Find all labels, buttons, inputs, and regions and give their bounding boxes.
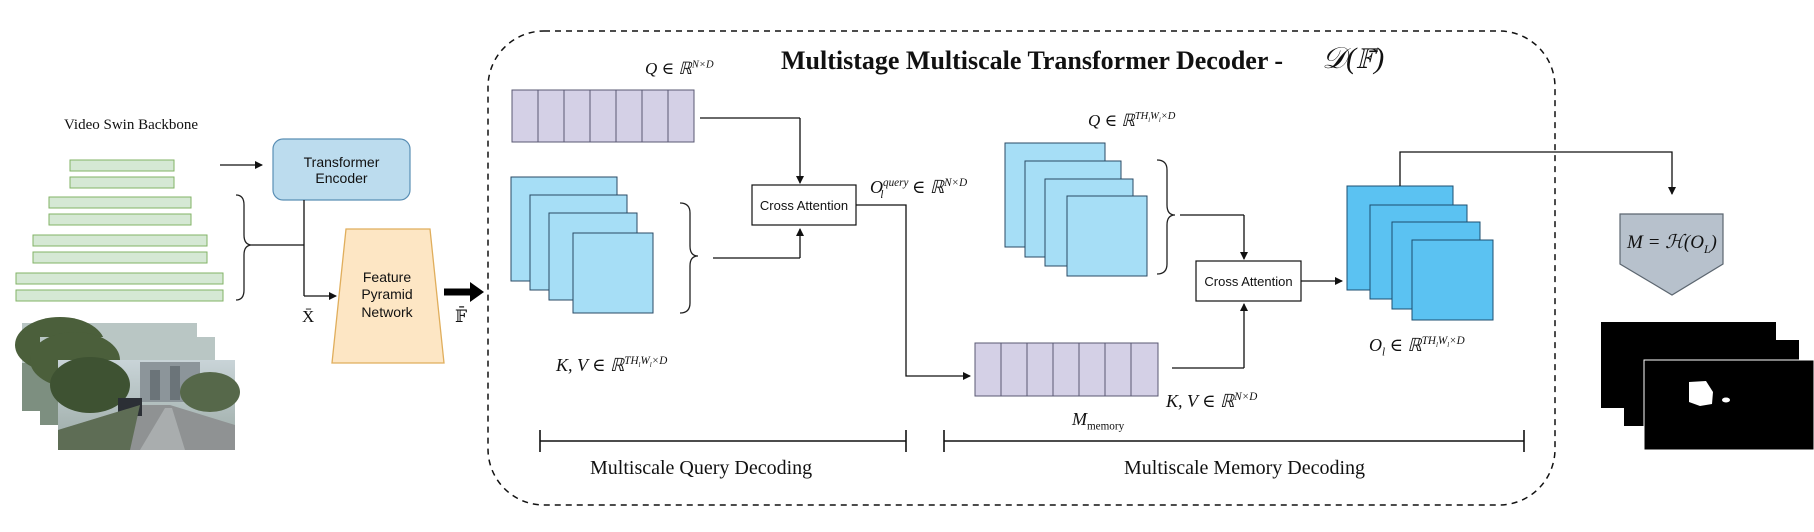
query-decoding-section-label: Multiscale Query Decoding [590, 457, 813, 479]
cross-attention-memory-label: Cross Attention [1204, 273, 1293, 289]
fpn-label: Feature Pyramid Network [361, 268, 413, 320]
head-shape [1619, 213, 1724, 296]
query-tokens [511, 89, 695, 143]
memory-tokens [974, 342, 1159, 397]
query-output-label: Oqueryl ∈ ℝN×D [870, 177, 968, 201]
input-video-frames [15, 317, 240, 450]
cross-attention-memory-box [1195, 260, 1302, 302]
diagram-title: Multistage Multiscale Transformer Decode… [781, 48, 1283, 74]
output-mask-frames [1601, 322, 1814, 451]
head-formula: M = ℋ(OL) [1627, 232, 1717, 256]
backbone-feature-bars [15, 159, 224, 302]
kv-label-memory: K, V ∈ ℝN×D [1166, 391, 1258, 411]
output-feature-stack [1346, 185, 1494, 321]
section-dividers [539, 430, 1525, 452]
backbone-label: Video Swin Backbone [64, 117, 199, 133]
transformer-encoder-label: Transformer Encoder [303, 153, 380, 186]
memory-q-feature-stack [1004, 142, 1148, 277]
title-text: Multistage Multiscale Transformer Decode… [781, 46, 1284, 75]
cross-attention-query-box [751, 184, 857, 226]
x-bar-symbol: X̄ [302, 307, 315, 326]
cross-attention-query-label: Cross Attention [759, 197, 849, 213]
memory-query-label: Q ∈ ℝTHlWl×D [1088, 111, 1176, 130]
kv-label-query: K, V ∈ ℝTHlWl×D [556, 355, 668, 375]
decoder-frame [487, 30, 1556, 506]
memory-tokens-label: Mmemory [1072, 409, 1125, 433]
transformer-encoder-box [272, 138, 411, 201]
f-bar-symbol: 𝔽̄ [455, 307, 468, 326]
kv-feature-stack [510, 176, 654, 314]
output-label: Ol ∈ ℝTHlWl×D [1369, 335, 1465, 359]
decoder-formula: 𝒟(𝔽̄) [1322, 42, 1385, 75]
memory-decoding-section-label: Multiscale Memory Decoding [1124, 457, 1366, 479]
query-label: Q ∈ ℝN×D [645, 59, 714, 78]
feature-pyramid-network-shape [331, 228, 445, 364]
